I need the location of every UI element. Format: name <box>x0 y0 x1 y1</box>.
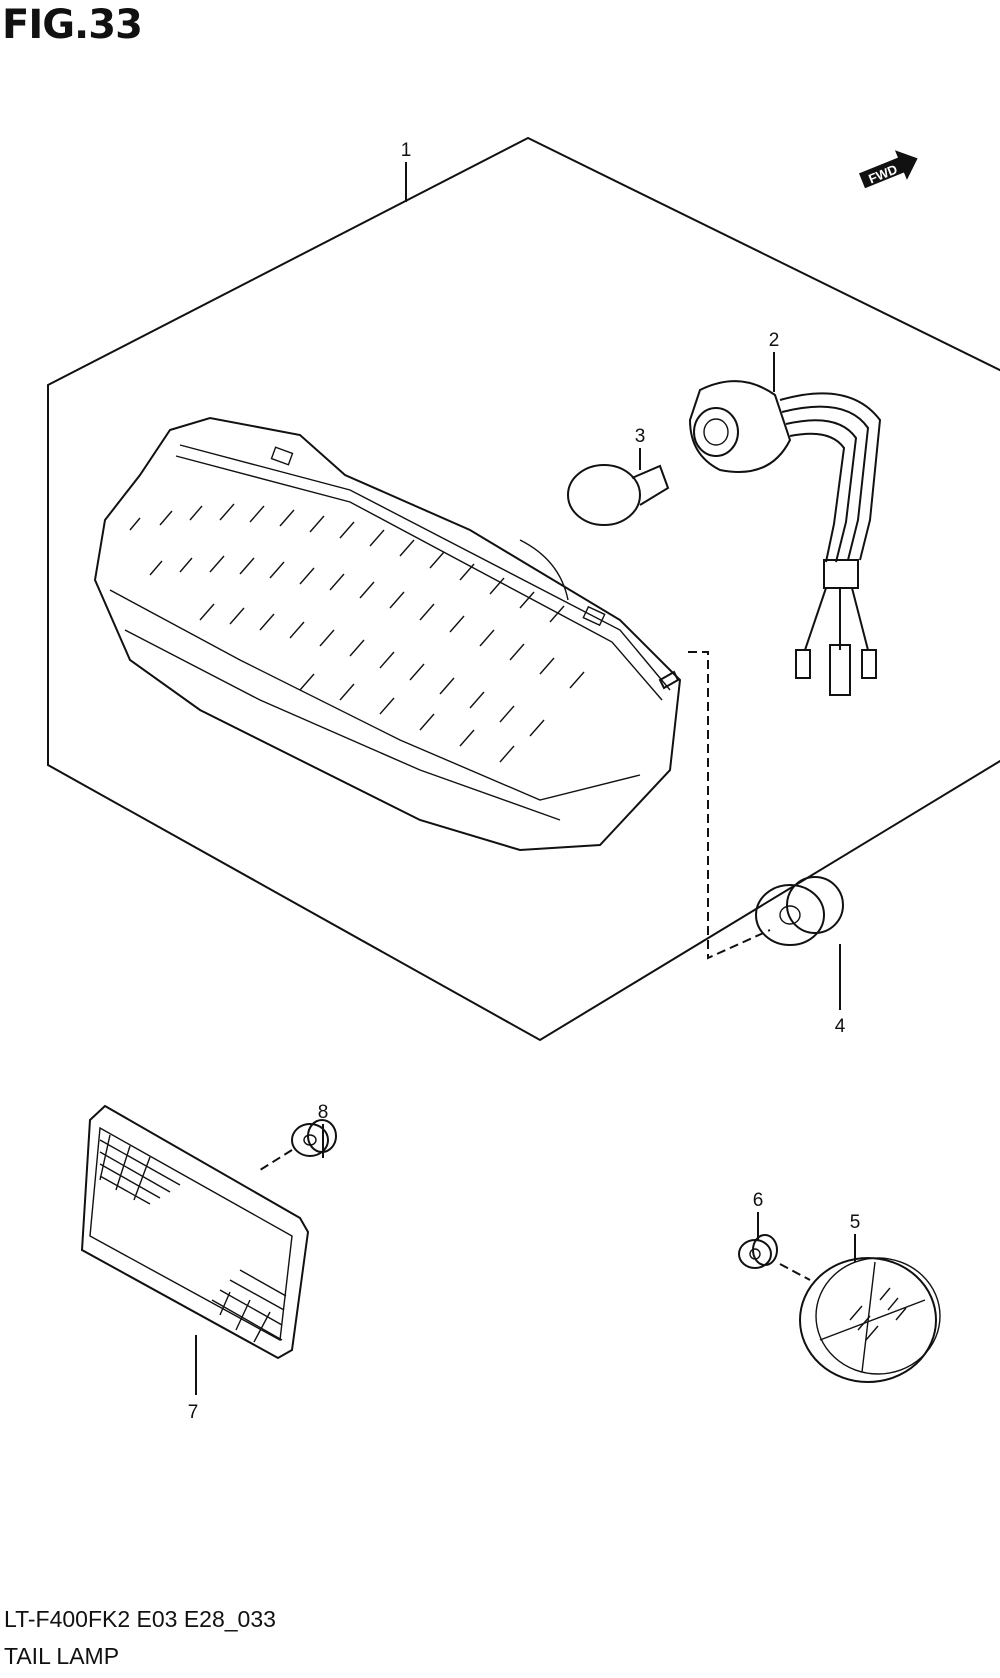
fwd-arrow-icon: FWD <box>858 150 918 189</box>
socket-harness <box>688 380 882 696</box>
round-reflector <box>799 1257 941 1383</box>
assembly-outline <box>47 136 1000 1042</box>
nut-6 <box>738 1234 778 1269</box>
assembly-dashed-line <box>688 651 771 960</box>
callout-7: 7 <box>188 1402 199 1423</box>
callout-4: 4 <box>835 1016 846 1037</box>
model-code: LT-F400FK2 E03 E28_033 <box>4 1606 276 1632</box>
bulb <box>567 464 670 526</box>
callout-8: 8 <box>318 1102 329 1123</box>
assembly-dashed-line-8 <box>259 1149 293 1171</box>
assembly-name: TAIL LAMP <box>4 1643 120 1669</box>
reflector-pattern <box>99 1134 287 1343</box>
callout-5: 5 <box>850 1212 861 1233</box>
nut-8 <box>291 1119 337 1157</box>
figure-title: FIG.33 <box>2 2 143 48</box>
assembly-dashed-line-6 <box>779 1263 811 1281</box>
reflector <box>80 1104 310 1360</box>
fwd-label: FWD <box>866 161 899 186</box>
lens-hatching <box>129 503 585 763</box>
callout-3: 3 <box>635 426 646 447</box>
callout-1: 1 <box>401 140 412 161</box>
tail-lamp-housing <box>93 416 682 852</box>
grommet <box>755 876 844 946</box>
callout-2: 2 <box>769 330 780 351</box>
callout-6: 6 <box>753 1190 764 1211</box>
